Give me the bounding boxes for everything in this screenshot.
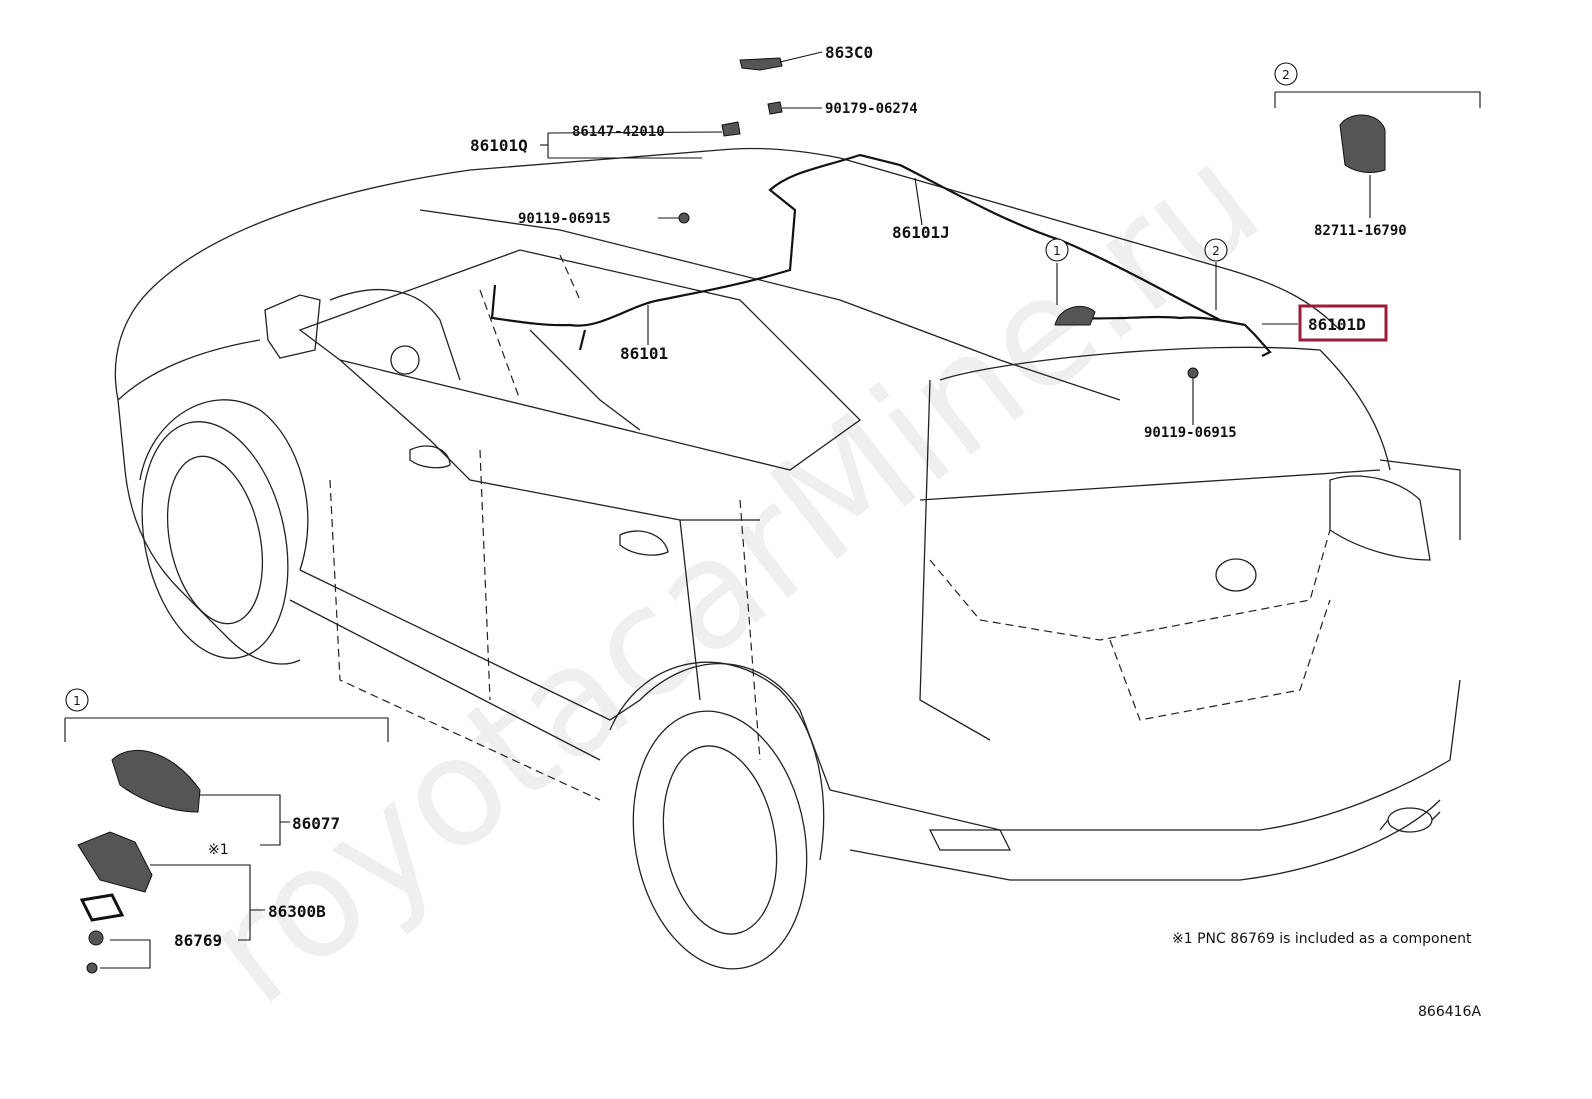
watermark-text: royotacarMine.ru bbox=[175, 113, 1291, 1038]
nut-icon bbox=[88, 930, 104, 946]
bracket-863c0[interactable] bbox=[739, 57, 783, 71]
part-label-86077[interactable]: 86077 bbox=[292, 814, 340, 833]
detail-inset-1: 1 bbox=[64, 688, 389, 974]
part-label-86300b[interactable]: 86300B bbox=[268, 902, 326, 921]
callout-1-label: 1 bbox=[73, 694, 81, 708]
top-connector-parts bbox=[678, 57, 1386, 379]
note-mark: ※1 bbox=[208, 842, 229, 858]
main-callouts: 1 2 2 bbox=[1045, 62, 1298, 262]
highlight-box bbox=[1298, 304, 1388, 342]
part-label-90179-06274[interactable]: 90179-06274 bbox=[825, 101, 918, 117]
part-label-90119-06915-upper[interactable]: 90119-06915 bbox=[518, 211, 611, 227]
callout-main-2: 2 bbox=[1212, 244, 1220, 258]
watermark: royotacarMine.ru bbox=[175, 113, 1291, 1038]
part-label-86101d[interactable]: 86101D bbox=[1308, 315, 1366, 334]
callout-main-1: 1 bbox=[1053, 244, 1061, 258]
part-label-86101q[interactable]: 86101Q bbox=[470, 136, 528, 155]
diagram-id: 866416A bbox=[1418, 1004, 1481, 1020]
connector-86147[interactable] bbox=[721, 121, 741, 137]
antenna-cover-86077[interactable] bbox=[111, 749, 201, 813]
footnote: ※1 PNC 86769 is included as a component bbox=[1172, 931, 1472, 947]
part-label-86101[interactable]: 86101 bbox=[620, 344, 668, 363]
bolt-90119-upper[interactable] bbox=[678, 212, 690, 224]
vehicle-outline bbox=[114, 147, 1461, 970]
callout-circle-1 bbox=[65, 688, 89, 712]
part-label-863c0[interactable]: 863C0 bbox=[825, 43, 873, 62]
part-label-86101j[interactable]: 86101J bbox=[892, 223, 950, 242]
screw-icon bbox=[86, 962, 98, 974]
part-label-86769[interactable]: 86769 bbox=[174, 931, 222, 950]
antenna-cable-harness bbox=[490, 153, 1272, 357]
clip-90179[interactable] bbox=[767, 101, 783, 115]
leader-lines bbox=[540, 51, 1481, 425]
part-labels: 863C0 90179-06274 86147-42010 86101Q 901… bbox=[174, 43, 1407, 950]
part-label-86147-42010[interactable]: 86147-42010 bbox=[572, 124, 665, 140]
gasket-86769[interactable] bbox=[79, 893, 125, 922]
callout-detail-2: 2 bbox=[1282, 68, 1290, 82]
part-label-82711-16790[interactable]: 82711-16790 bbox=[1314, 223, 1407, 239]
bolt-90119-lower[interactable] bbox=[1187, 367, 1199, 379]
part-label-90119-06915-lower[interactable]: 90119-06915 bbox=[1144, 425, 1237, 441]
antenna-body-86300b[interactable] bbox=[77, 831, 153, 893]
clamp-82711[interactable] bbox=[1339, 114, 1386, 173]
